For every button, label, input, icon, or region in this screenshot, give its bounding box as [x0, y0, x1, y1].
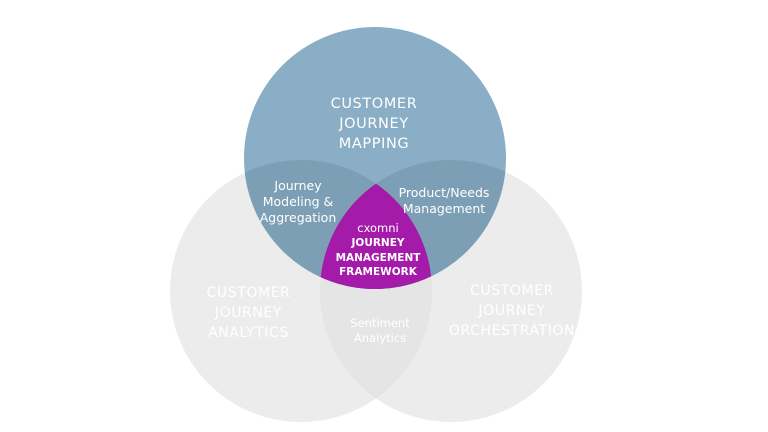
center-journey-management-framework — [320, 160, 432, 289]
